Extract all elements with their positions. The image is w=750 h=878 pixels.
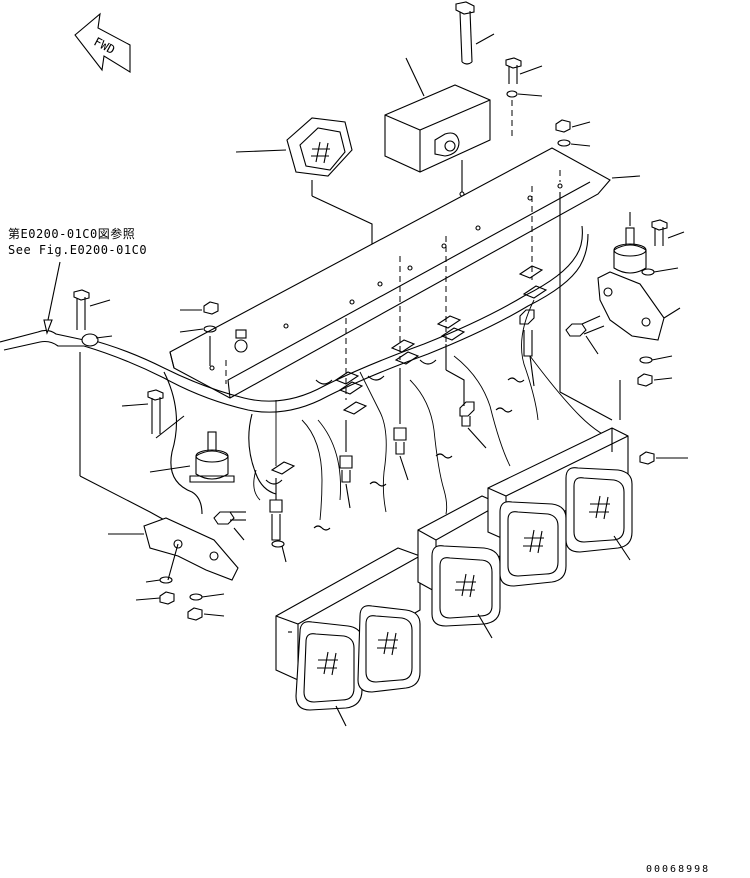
- reference-note: 第E0200-01C0図参照 See Fig.E0200-01C0: [8, 226, 147, 258]
- reference-note-japanese: 第E0200-01C0図参照: [8, 227, 136, 241]
- nut-washer-top: [555, 119, 591, 147]
- reference-note-english: See Fig.E0200-01C0: [8, 243, 148, 257]
- wiring-harness: [0, 225, 589, 515]
- rubber-mount-left: [149, 431, 235, 483]
- reference-arrow: [43, 261, 61, 335]
- right-bracket-bolt: [565, 315, 605, 355]
- headlamp-single: [417, 495, 501, 639]
- left-bracket-bolt: [213, 511, 246, 541]
- left-mount-bolt: [121, 389, 185, 439]
- right-top-bolt: [641, 219, 685, 276]
- horn-box: [384, 57, 491, 197]
- long-bolt: [455, 1, 495, 65]
- headlamp-assembly-left: [275, 547, 421, 727]
- left-bracket: [108, 517, 239, 581]
- headlamp-assembly-right: [487, 427, 633, 587]
- right-bracket: [597, 271, 681, 341]
- mounting-plate: [169, 147, 641, 400]
- rubber-mount-right: [613, 212, 647, 274]
- work-lamp: [235, 117, 376, 262]
- left-bolt: [73, 289, 169, 523]
- nut-washer-right: [637, 355, 688, 465]
- small-bolt: [505, 57, 543, 140]
- wire-clips: [265, 359, 437, 485]
- nut-washer-left-bottom: [135, 576, 225, 621]
- nut-washer-left-top: [179, 301, 219, 366]
- drawing-number: 00068998: [646, 864, 711, 875]
- forward-arrow-icon: FWD: [74, 12, 131, 73]
